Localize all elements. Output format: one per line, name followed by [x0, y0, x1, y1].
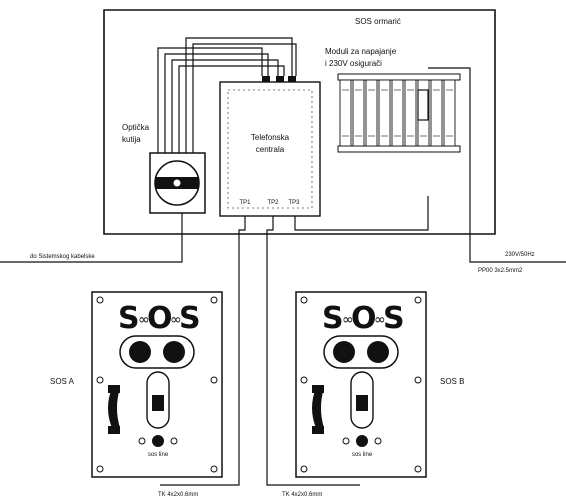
- svg-text:∞: ∞: [138, 312, 150, 328]
- bundle-wires: [157, 37, 297, 153]
- power-module: [443, 79, 456, 147]
- power-module: [404, 79, 417, 147]
- help-button[interactable]: [356, 435, 368, 447]
- call-button[interactable]: [367, 341, 389, 363]
- power-module: [339, 79, 352, 147]
- phone-handset-icon: [108, 388, 120, 428]
- power-cable-label: PP00 3x2.5mm2: [478, 268, 523, 274]
- modules-label-line1: Moduli za napajanje: [325, 47, 397, 56]
- power-module: [365, 79, 378, 147]
- svg-text:∞: ∞: [342, 312, 354, 328]
- power-cable: 230V/50Hz PP00 3x2.5mm2: [294, 67, 566, 274]
- cabinet: SOS ormarić: [103, 9, 496, 235]
- call-button[interactable]: [163, 341, 185, 363]
- terminal-tp2: TP2: [267, 200, 279, 206]
- sos-letter: S: [118, 301, 140, 336]
- panel-small-text: sos line: [352, 452, 373, 458]
- terminal-tp3: TP3: [288, 200, 300, 206]
- help-button[interactable]: [152, 435, 164, 447]
- power-in-label: 230V/50Hz: [505, 252, 535, 258]
- cabinet-outline: [103, 9, 496, 235]
- optical-box-label-line2: kutija: [122, 135, 141, 144]
- panel-small-text: sos line: [148, 452, 169, 458]
- svg-text:∞: ∞: [170, 312, 182, 328]
- cabinet-title: SOS ormarić: [355, 17, 401, 26]
- optical-box: Optička kutija: [122, 123, 206, 214]
- phone-handset-icon: [312, 388, 324, 428]
- modules-label-line2: i 230V osigurači: [325, 59, 382, 68]
- optical-cable-label: do Sistemskog kabelske: [30, 254, 95, 260]
- phone-cables: [160, 216, 360, 486]
- terminal-tp1: TP1: [239, 200, 251, 206]
- optical-box-label-line1: Optička: [122, 123, 150, 132]
- optical-cable: do Sistemskog kabelske: [0, 213, 183, 263]
- call-button[interactable]: [333, 341, 355, 363]
- exchange-label-line1: Telefonska: [251, 133, 290, 142]
- power-module: [391, 79, 404, 147]
- call-button[interactable]: [129, 341, 151, 363]
- sos-letter: S: [179, 301, 201, 336]
- power-module: [430, 79, 443, 147]
- sos-letter: S: [322, 301, 344, 336]
- sos-letter: O: [147, 301, 173, 336]
- power-module: [352, 79, 365, 147]
- sos-letter: O: [351, 301, 377, 336]
- power-module: [378, 79, 391, 147]
- svg-text:∞: ∞: [374, 312, 386, 328]
- cable-b-label: TK 4x2x0.6mm: [282, 492, 322, 498]
- panel-name: SOS A: [50, 377, 75, 386]
- panel-name: SOS B: [440, 377, 464, 386]
- exchange-label-line2: centrala: [256, 145, 285, 154]
- power-modules: Moduli za napajanje i 230V osigurači: [325, 47, 461, 153]
- telephone-exchange: Telefonska centrala TP1 TP2 TP3: [219, 76, 321, 217]
- cable-a-label: TK 4x2x0.6mm: [158, 492, 198, 498]
- sos-letter: S: [383, 301, 405, 336]
